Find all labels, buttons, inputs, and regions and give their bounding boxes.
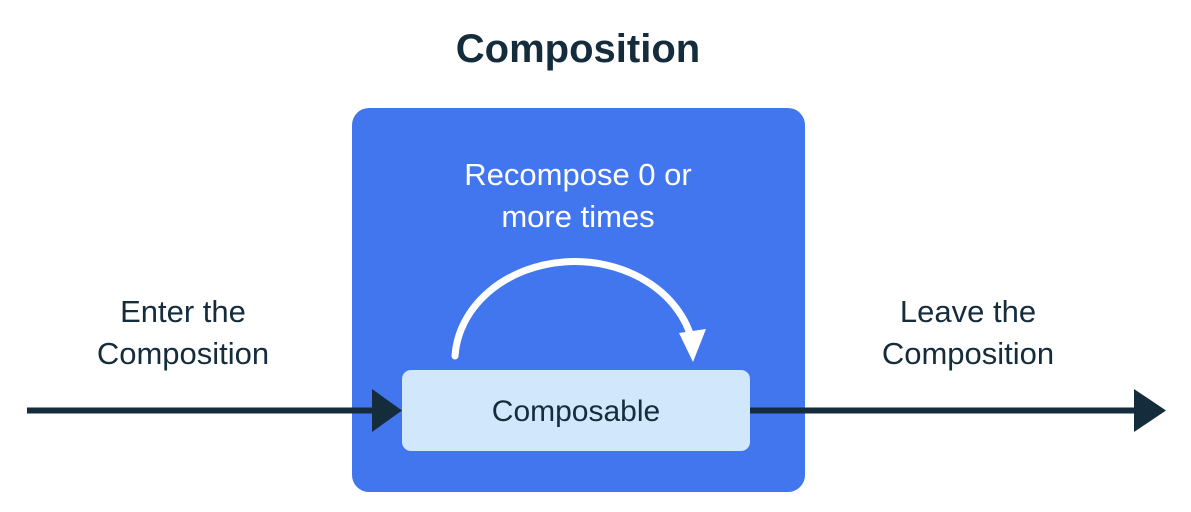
exit-label-line1: Leave the	[900, 294, 1036, 329]
recompose-label-line1: Recompose 0 or	[464, 157, 691, 192]
entry-label-line2: Composition	[97, 336, 269, 371]
entry-arrow-group	[27, 389, 402, 432]
arrow-right-icon	[372, 389, 402, 432]
entry-label-line1: Enter the	[120, 294, 246, 329]
diagram-title: Composition	[456, 27, 700, 71]
recompose-arrowhead	[679, 329, 706, 362]
composable-node-label: Composable	[492, 395, 660, 428]
curved-loop-arrow-icon	[451, 258, 706, 362]
exit-label-line2: Composition	[882, 336, 1054, 371]
composable-node	[402, 370, 750, 451]
recompose-label-line2: more times	[501, 199, 654, 234]
exit-arrow-group	[750, 389, 1166, 432]
recompose-arc-path	[451, 258, 696, 360]
arrow-right-icon	[1134, 389, 1166, 432]
